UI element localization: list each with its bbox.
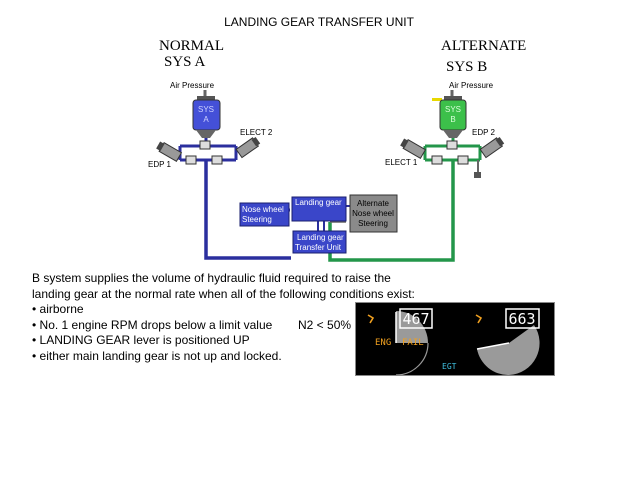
page-title: LANDING GEAR TRANSFER UNIT [224, 15, 414, 29]
nose-wheel-steering-label: Nose wheel [242, 205, 284, 214]
sys-a-check-valve-2 [211, 155, 223, 165]
sys-a-electric-pump [235, 136, 261, 159]
alternate-label: ALTERNATE [441, 38, 527, 54]
sys-a-elect-label: ELECT 2 [240, 128, 273, 137]
alternate-nose-wheel-label: Alternate [357, 199, 390, 208]
egt-left-redline-icon [367, 314, 375, 324]
egt-gauge-right: 663 [475, 308, 540, 376]
sys-a-air-pressure-label: Air Pressure [170, 81, 215, 90]
landing-gear-label: Landing gear [295, 198, 342, 207]
n2-condition: N2 < 50% [298, 318, 352, 332]
sys-b-check-valve-1 [431, 155, 443, 165]
sys-a-reservoir-label: SYS [198, 105, 214, 114]
sys-b-reservoir-sublabel: B [450, 115, 455, 124]
description-line-2: landing gear at the normal rate when all… [32, 286, 415, 301]
description-line-1: B system supplies the volume of hydrauli… [32, 271, 391, 285]
egt-label: EGT [442, 362, 457, 371]
sys-a-supply-line [204, 160, 291, 260]
bullet-engine-rpm: • No. 1 engine RPM drops below a limit v… [32, 317, 273, 332]
egt-right-redline-icon [475, 314, 483, 324]
sys-a-check-valve-3 [199, 140, 211, 150]
sys-a-reservoir-sublabel: A [203, 115, 209, 124]
alternate-nose-wheel-sublabel: Nose wheel [352, 209, 394, 218]
transfer-pipes [317, 221, 325, 232]
sys-a-edp-label: EDP 1 [148, 160, 172, 169]
sys-b-drain-valve [474, 172, 481, 178]
sys-b-air-pressure-label: Air Pressure [449, 81, 494, 90]
egt-gauges: 467 ENG FAIL 663 EGT [367, 308, 540, 376]
sys-a-edp-pump [156, 141, 183, 163]
bullet-airborne: • airborne [32, 302, 84, 316]
egt-right-value: 663 [508, 310, 535, 328]
fail-label: FAIL [402, 338, 424, 348]
egt-right-value-box [505, 308, 540, 329]
sys-b-reservoir-funnel [443, 130, 463, 138]
egt-right-needle [476, 342, 510, 350]
transfer-unit-sublabel: Transfer Unit [295, 243, 342, 252]
sys-a-label: SYS A [164, 54, 206, 70]
transfer-unit-box [292, 230, 347, 254]
egt-left-value-box [399, 308, 433, 329]
sys-b-label: SYS B [446, 59, 488, 75]
sys-b-edp-pump [479, 136, 505, 159]
sys-b-reservoir-cap [444, 96, 462, 102]
nose-wheel-steering-box [239, 202, 290, 227]
alternate-nose-wheel-box [349, 194, 398, 233]
sys-b-edp-label: EDP 2 [472, 128, 496, 137]
sys-b-reservoir-label: SYS [445, 105, 461, 114]
egt-gauge-left: 467 ENG FAIL [367, 308, 433, 376]
transfer-unit-label: Landing gear [297, 233, 344, 242]
description-text: B system supplies the volume of hydrauli… [32, 271, 452, 364]
sys-b-system: Air Pressure SYS B EDP 2 ELECT 1 [328, 81, 505, 262]
egt-left-value: 467 [402, 310, 429, 328]
egt-left-arc [395, 342, 429, 376]
normal-label: NORMAL [159, 38, 225, 54]
egt-right-sector [477, 325, 540, 376]
bullet-main-gear: • either main landing gear is not up and… [32, 348, 282, 363]
sys-a-reservoir-funnel [196, 130, 216, 138]
center-components: Nose wheel Steering Landing gear Landing… [239, 194, 398, 254]
sys-a-system: Air Pressure SYS A ELECT 2 EDP 1 [148, 81, 291, 260]
sys-b-level-indicator [432, 98, 442, 101]
landing-gear-box [291, 196, 347, 222]
eng-label: ENG [375, 338, 391, 348]
hydraulic-diagram: Air Pressure SYS A ELECT 2 EDP 1 Air Pre… [148, 81, 505, 262]
bullet-gear-lever: • LANDING GEAR lever is positioned UP [32, 333, 250, 347]
sys-b-check-valve-2 [457, 155, 469, 165]
egt-display-panel: 467 ENG FAIL 663 EGT [355, 302, 555, 376]
nose-wheel-steering-sublabel: Steering [242, 215, 272, 224]
sys-b-electric-pump [400, 138, 427, 160]
sys-b-elect-label: ELECT 1 [385, 158, 418, 167]
alternate-nose-wheel-sublabel2: Steering [358, 219, 388, 228]
sys-b-check-valve-3 [446, 140, 458, 150]
egt-left-sector [396, 311, 428, 343]
sys-a-reservoir-cap [197, 96, 215, 102]
sys-a-check-valve-1 [185, 155, 197, 165]
